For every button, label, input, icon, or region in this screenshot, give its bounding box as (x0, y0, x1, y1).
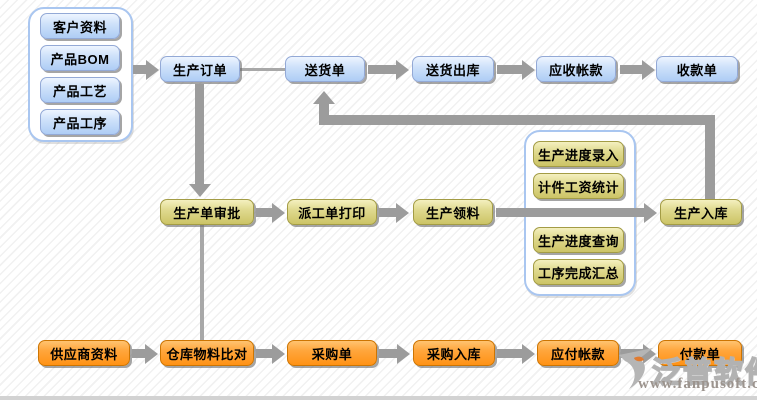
arrow-po-to-purchaseinbound-icon (379, 349, 397, 358)
watermark-brand-text: 泛普软件 (651, 356, 757, 390)
arrow-warehouse-to-po-icon (256, 349, 272, 358)
line-productionorder-to-deliverynote (240, 68, 285, 71)
arrow-purchaseinbound-to-payable-icon (497, 349, 522, 358)
node-receipt-note: 收款单 (656, 56, 738, 82)
arrow-productionorder-to-approval-icon (195, 84, 204, 184)
feedback-arrow-up-icon (319, 104, 329, 125)
node-accounts-receivable: 应收帐款 (536, 56, 616, 82)
node-production-inbound: 生产入库 (660, 199, 742, 225)
feedback-line-horizontal (319, 115, 715, 125)
arrow-dispatch-to-picking-icon (379, 208, 396, 217)
node-customer-info: 客户资料 (40, 13, 120, 39)
node-progress-entry: 生产进度录入 (533, 141, 624, 167)
node-piecework-wage-stats: 计件工资统计 (533, 173, 624, 199)
node-production-material-picking: 生产领料 (413, 199, 493, 225)
arrow-picking-to-inbound-icon (496, 208, 644, 217)
node-delivery-note: 送货单 (285, 56, 365, 82)
node-progress-query: 生产进度查询 (533, 227, 624, 253)
feedback-line-vertical (705, 115, 715, 200)
node-delivery-outbound: 送货出库 (412, 56, 494, 82)
node-production-order-approval: 生产单审批 (160, 199, 254, 225)
node-work-dispatch-print: 派工单打印 (287, 199, 377, 225)
node-product-craft: 产品工艺 (40, 77, 120, 103)
node-warehouse-material-compare: 仓库物料比对 (160, 340, 254, 366)
watermark-website-text: www.fanpusoft.com (638, 376, 757, 392)
node-product-process: 产品工序 (40, 109, 120, 135)
node-product-bom: 产品BOM (40, 45, 120, 71)
arrow-supplier-to-warehouse-icon (132, 349, 145, 358)
arrow-receivable-to-receipt-icon (620, 65, 642, 74)
bottom-edge-strip (0, 396, 757, 400)
node-accounts-payable: 应付帐款 (537, 340, 619, 366)
arrow-deliverynote-to-outbound-icon (368, 65, 396, 74)
node-process-completion-summary: 工序完成汇总 (533, 259, 624, 285)
node-purchase-inbound: 采购入库 (413, 340, 495, 366)
node-payment-note: 付款单 (658, 340, 742, 366)
arrow-outbound-to-receivable-icon (497, 65, 522, 74)
fanpu-logo-icon (617, 345, 659, 391)
node-production-order: 生产订单 (160, 56, 240, 82)
node-purchase-order: 采购单 (287, 340, 377, 366)
node-supplier-info: 供应商资料 (38, 340, 130, 366)
arrow-basicdata-to-productionorder-icon (133, 65, 146, 74)
line-approval-to-warehousecompare (200, 225, 204, 340)
arrow-approval-to-dispatch-icon (256, 208, 272, 217)
